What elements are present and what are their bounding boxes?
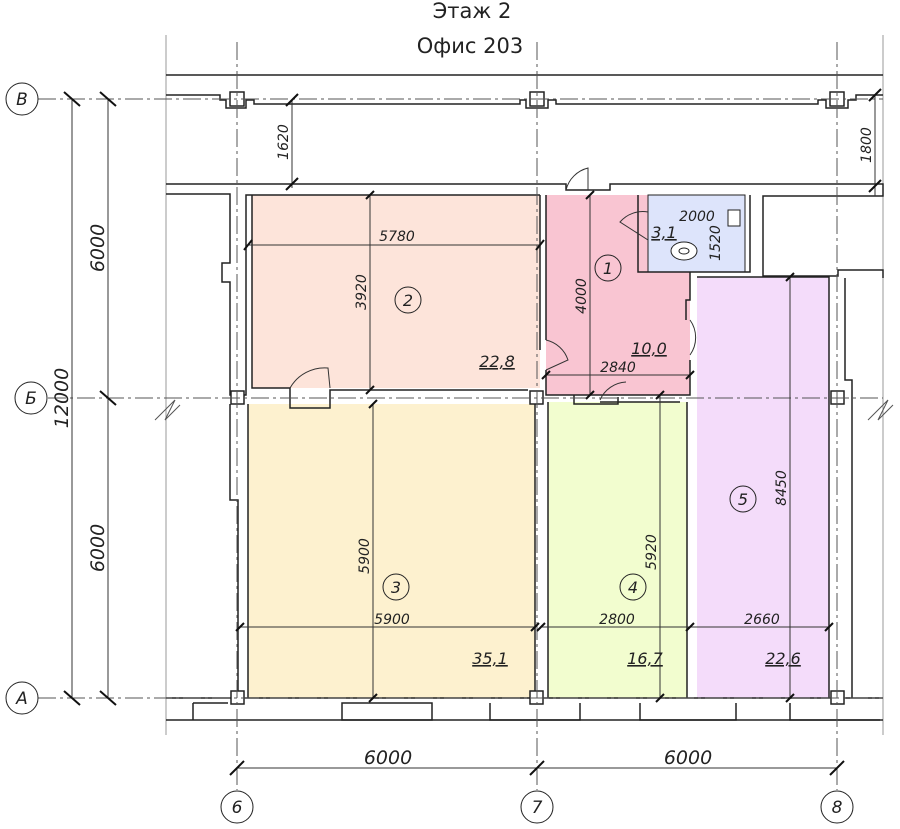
- wall-top-inner: [166, 94, 883, 109]
- floor-title: Этаж 2: [433, 0, 512, 23]
- door-entrance[interactable]: [565, 167, 589, 191]
- room-2-number: 2: [403, 291, 413, 310]
- dim-corridor-left: 1620: [276, 124, 292, 160]
- door-room5[interactable]: [689, 319, 697, 356]
- dim-tick: [99, 690, 117, 706]
- dim-tick: [529, 760, 545, 776]
- dim-tick: [99, 91, 117, 107]
- wall-room4-top: [573, 395, 680, 405]
- wall-rooms-3-4: [247, 402, 688, 698]
- room-3-fill: [248, 404, 535, 698]
- room-1-area: 10,0: [631, 339, 667, 358]
- door-room1[interactable]: [545, 339, 569, 371]
- door-wc[interactable]: [619, 211, 649, 241]
- room-5-dim-w: 2660: [744, 612, 780, 628]
- wall-room5: [697, 276, 853, 698]
- break-mark-left: [154, 399, 181, 421]
- room-5-fill: [697, 277, 829, 698]
- room-1-dim-h: 4000: [574, 278, 590, 314]
- room-dim-ticks: [235, 190, 834, 703]
- axis-label-7: 7: [532, 798, 543, 818]
- axis-bubble-8: [820, 790, 854, 824]
- room-3-number: 3: [391, 578, 401, 597]
- room-2-dim-w: 5780: [379, 229, 415, 245]
- room-1-number-circle: [594, 254, 622, 282]
- room-wc-area: 3,1: [651, 223, 676, 242]
- room-5-number: 5: [738, 490, 748, 509]
- dim-bottom-left: 6000: [364, 747, 412, 769]
- door-room2[interactable]: [289, 367, 331, 389]
- room-1-dim-w: 2840: [600, 360, 636, 376]
- room-wc-dim-h: 1520: [708, 225, 724, 261]
- axis-bubble-b: [14, 381, 48, 415]
- wall-windows-bottom: [192, 702, 880, 721]
- room-5-area: 22,6: [765, 649, 801, 668]
- room-3-dim-h: 5900: [357, 538, 373, 574]
- axis-label-6: 6: [232, 798, 243, 818]
- room-4-number: 4: [628, 578, 638, 597]
- dim-tick: [829, 760, 845, 776]
- wall-room2-bottom: [251, 195, 528, 409]
- axis-bubble-a: [5, 681, 39, 715]
- room-4-dim-h: 5920: [644, 534, 660, 570]
- axis-label-v: В: [16, 90, 28, 110]
- room-2-number-circle: [394, 286, 422, 314]
- toilet-icon: [727, 209, 741, 227]
- room-wc-dim-w: 2000: [679, 209, 715, 225]
- room-4-fill: [548, 402, 687, 698]
- room-3-number-circle: [382, 573, 410, 601]
- room-4-dim-w: 2800: [599, 612, 635, 628]
- axis-label-8: 8: [832, 798, 843, 818]
- dim-left-bottom: 6000: [87, 524, 109, 572]
- room-3-area: 35,1: [472, 649, 508, 668]
- dim-tick: [63, 690, 81, 706]
- room-2-fill: [252, 195, 540, 388]
- room-5-dim-h: 8450: [774, 470, 790, 506]
- dim-corridor-right: 1800: [859, 127, 875, 163]
- room-4-number-circle: [619, 573, 647, 601]
- dim-tick: [868, 88, 882, 102]
- wall-room1: [539, 195, 691, 396]
- room-2-dim-h: 3920: [354, 274, 370, 310]
- axis-bubble-7: [520, 790, 554, 824]
- wall-room2-left: [166, 193, 540, 396]
- dim-left-total: 12000: [51, 368, 73, 428]
- axis-label-a: А: [15, 689, 28, 709]
- dim-tick: [285, 177, 299, 191]
- office-title: Офис 203: [417, 34, 523, 58]
- dim-tick: [63, 91, 81, 107]
- room-wc-fill: [647, 194, 746, 273]
- axis-bubble-6: [220, 790, 254, 824]
- room-4-area: 16,7: [627, 649, 663, 668]
- dim-bottom-right: 6000: [664, 747, 712, 769]
- dim-left-top: 6000: [87, 224, 109, 272]
- dim-tick: [868, 179, 882, 193]
- axis-label-b: Б: [25, 389, 37, 409]
- dim-tick: [285, 93, 299, 107]
- dim-tick: [99, 390, 117, 406]
- sink-icon: [670, 241, 698, 261]
- dim-tick: [229, 760, 245, 776]
- sink-drain-icon: [678, 247, 690, 255]
- room-1-number: 1: [603, 259, 613, 278]
- room-3-dim-w: 5900: [374, 612, 410, 628]
- axis-bubble-v: [5, 82, 39, 116]
- room-5-number-circle: [729, 485, 757, 513]
- break-mark-right: [867, 399, 894, 421]
- room-2-area: 22,8: [479, 352, 515, 371]
